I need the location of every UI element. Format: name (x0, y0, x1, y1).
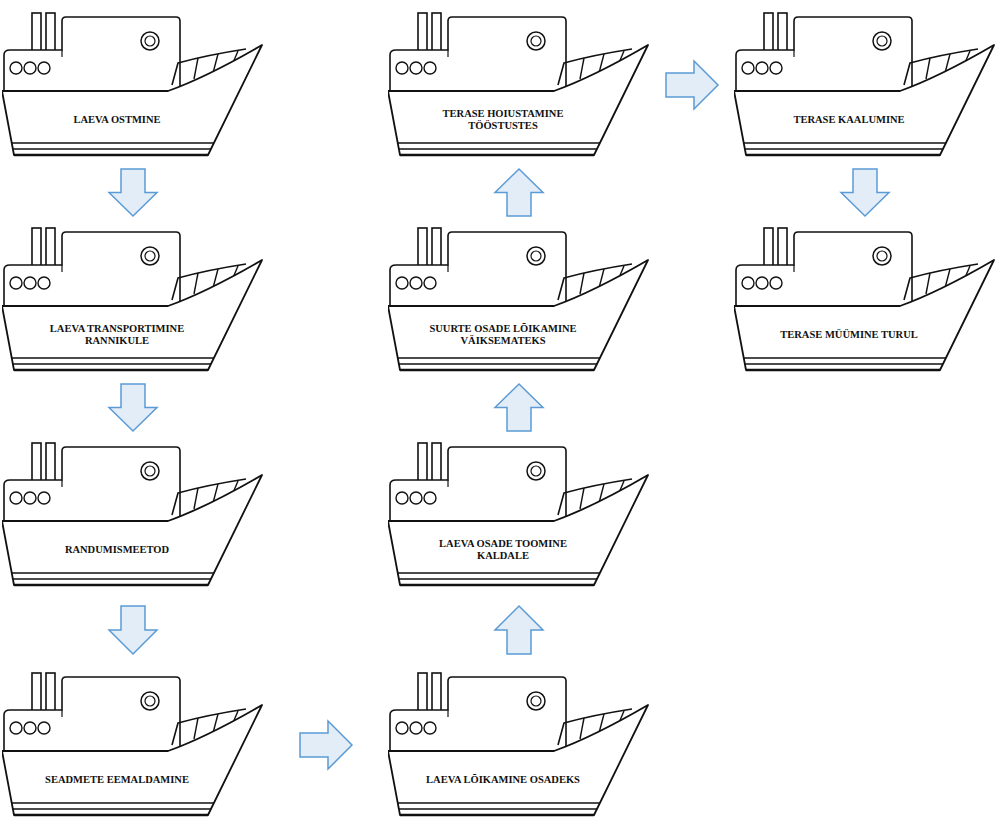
arrow-shape (495, 606, 543, 654)
step-label: RANDUMISMEETOD (65, 544, 169, 556)
label-area: LAEVA OSADE TOOMINE KALDALE (414, 531, 592, 569)
label-area: RANDUMISMEETOD (28, 531, 206, 569)
step-label: TERASE KAALUMINE (793, 114, 904, 126)
arrow-shape (666, 61, 718, 109)
ship-node: LAEVA OSADE TOOMINE KALDALE (388, 435, 650, 595)
ship-outline (388, 435, 650, 595)
block-arrow (495, 384, 543, 431)
ship-outline (734, 5, 996, 165)
ship-node: TERASE KAALUMINE (734, 5, 996, 165)
ship-outline (388, 220, 650, 380)
block-arrow (495, 169, 543, 216)
step-label: LAEVA LÕIKAMINE OSADEKS (426, 774, 580, 786)
ship-node: SUURTE OSADE LÕIKAMINE VÄIKSEMATEKS (388, 220, 650, 380)
label-area: TERASE HOIUSTAMINE TÖÖSTUSTES (414, 101, 592, 139)
block-arrow (109, 606, 157, 654)
ship-outline (734, 220, 996, 380)
label-area: LAEVA OSTMINE (28, 101, 206, 139)
ship-node: LAEVA TRANSPORTIMINE RANNIKULE (2, 220, 264, 380)
step-label: LAEVA OSTMINE (73, 114, 160, 126)
arrow-shape (841, 169, 889, 216)
label-area: SUURTE OSADE LÕIKAMINE VÄIKSEMATEKS (414, 316, 592, 354)
block-arrow (109, 384, 157, 431)
block-arrow (841, 169, 889, 216)
ship-node: TERASE MÜÜMINE TURUL (734, 220, 996, 380)
ship-outline (388, 5, 650, 165)
ship-node: LAEVA OSTMINE (2, 5, 264, 165)
ship-outline (2, 220, 264, 380)
step-label: TERASE HOIUSTAMINE TÖÖSTUSTES (414, 108, 592, 132)
step-label: SEADMETE EEMALDAMINE (45, 774, 189, 786)
arrow-shape (495, 169, 543, 216)
block-arrow (109, 169, 157, 216)
ship-outline (388, 665, 650, 825)
arrow-shape (109, 606, 157, 654)
arrow-shape (109, 384, 157, 431)
block-arrow (300, 721, 352, 769)
arrow-shape (300, 721, 352, 769)
ship-outline (2, 665, 264, 825)
step-label: TERASE MÜÜMINE TURUL (780, 329, 918, 341)
ship-node: RANDUMISMEETOD (2, 435, 264, 595)
ship-outline (2, 435, 264, 595)
step-label: SUURTE OSADE LÕIKAMINE VÄIKSEMATEKS (414, 323, 592, 347)
label-area: LAEVA LÕIKAMINE OSADEKS (414, 761, 592, 799)
step-label: LAEVA TRANSPORTIMINE RANNIKULE (28, 323, 206, 347)
block-arrow (495, 606, 543, 654)
arrow-shape (495, 384, 543, 431)
ship-node: SEADMETE EEMALDAMINE (2, 665, 264, 825)
block-arrow (666, 61, 718, 109)
label-area: SEADMETE EEMALDAMINE (28, 761, 206, 799)
label-area: TERASE MÜÜMINE TURUL (760, 316, 938, 354)
step-label: LAEVA OSADE TOOMINE KALDALE (414, 538, 592, 562)
label-area: TERASE KAALUMINE (760, 101, 938, 139)
arrow-shape (109, 169, 157, 216)
ship-outline (2, 5, 264, 165)
ship-node: TERASE HOIUSTAMINE TÖÖSTUSTES (388, 5, 650, 165)
ship-node: LAEVA LÕIKAMINE OSADEKS (388, 665, 650, 825)
label-area: LAEVA TRANSPORTIMINE RANNIKULE (28, 316, 206, 354)
